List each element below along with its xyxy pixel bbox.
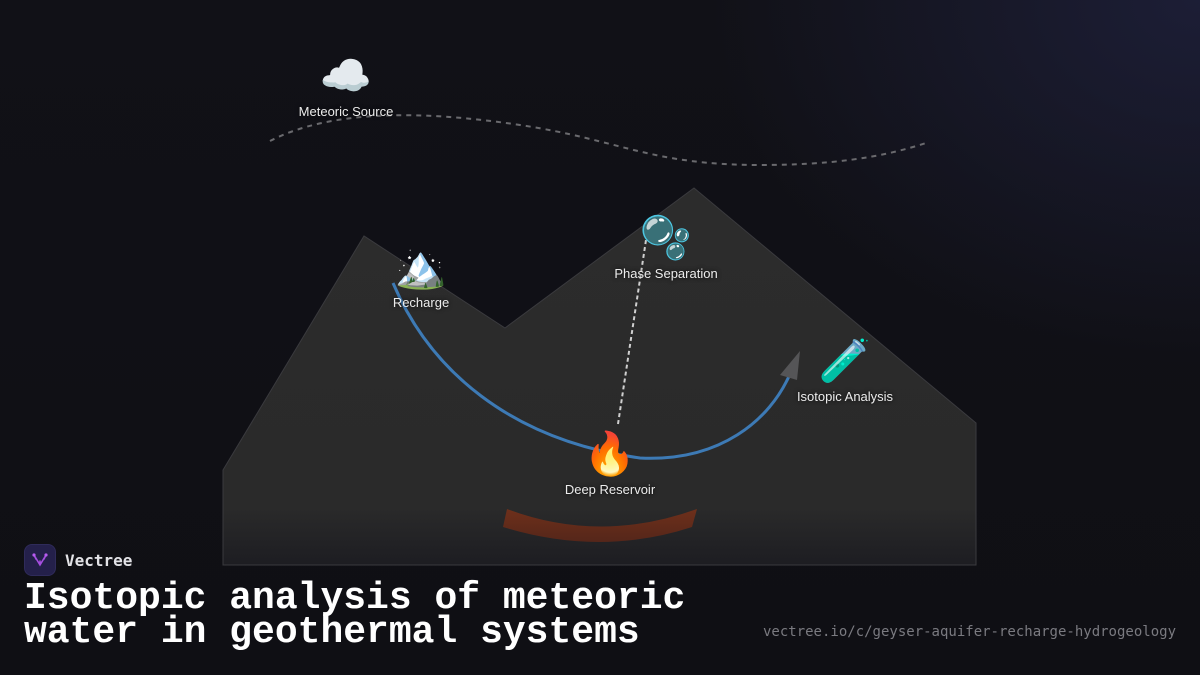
cloud-icon: ☁️ <box>319 52 373 99</box>
node-label: Isotopic Analysis <box>796 389 894 404</box>
node-label: Deep Reservoir <box>564 482 656 497</box>
node-recharge: 🏔️ Recharge <box>393 243 449 310</box>
groundwater-flow-path <box>391 282 792 460</box>
node-isotopic-analysis: 🧪 Isotopic Analysis <box>797 337 893 404</box>
heat-source-band <box>503 509 697 542</box>
node-label: Phase Separation <box>614 266 718 281</box>
source-url[interactable]: vectree.io/c/geyser-aquifer-recharge-hyd… <box>762 624 1176 640</box>
fire-icon: 🔥 <box>583 430 637 477</box>
vapor-dashed-line <box>617 239 647 425</box>
vectree-logo-icon <box>24 544 56 576</box>
flow-arrowhead-icon <box>780 351 800 380</box>
node-meteoric-source: ☁️ Meteoric Source <box>299 52 394 119</box>
title-line-1: Isotopic analysis of meteoric <box>24 577 686 620</box>
title-line-2: water in geothermal systems <box>24 611 640 654</box>
meteoric-dashed-path <box>269 114 927 167</box>
mountain-range <box>222 187 977 566</box>
brand-name: Vectree <box>65 550 133 570</box>
node-deep-reservoir: 🔥 Deep Reservoir <box>565 430 655 497</box>
snow-capped-mountain-icon: 🏔️ <box>394 243 448 290</box>
page-title: Isotopic analysis of meteoric water in g… <box>24 580 685 652</box>
node-phase-separation: 🫧 Phase Separation <box>614 214 717 281</box>
node-label: Meteoric Source <box>298 104 394 119</box>
bubbles-icon: 🫧 <box>639 214 693 261</box>
node-label: Recharge <box>392 295 450 310</box>
test-tube-icon: 🧪 <box>818 337 872 384</box>
brand: Vectree <box>24 544 132 576</box>
